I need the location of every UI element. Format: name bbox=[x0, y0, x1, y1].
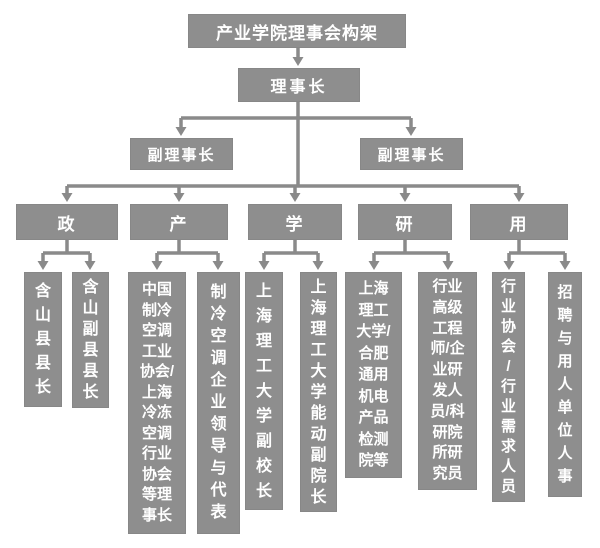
group-box-government: 政 bbox=[16, 204, 118, 240]
vice-chairman-box-left: 副理事长 bbox=[130, 138, 233, 170]
member-box-research-institutes: 上海 理工 大学/ 合肥 通用 机电 产品 检测 院等 bbox=[345, 272, 402, 478]
group-box-application: 用 bbox=[470, 204, 568, 240]
member-box-engineers-researchers: 行业 高级 工程 师/企 业研 发人 员/科 研院 所研 究员 bbox=[418, 272, 477, 490]
chairman-box: 理事长 bbox=[238, 68, 360, 102]
member-box-usst-vice-president: 上 海 理 工 大 学 副 校 长 bbox=[245, 272, 283, 510]
member-box-employer-hr: 招 聘 与 用 人 单 位 人 事 bbox=[548, 272, 582, 497]
member-box-industry-associations-chairman: 中国 制冷 空调 工业 协会/ 上海 冷冻 空调 行业 协会 等理 事长 bbox=[128, 272, 186, 534]
member-box-county-mayor: 含 山 县 县 长 bbox=[24, 272, 62, 407]
member-box-usst-energy-vice-dean: 上 海 理 工 大 学 能 动 副 院 长 bbox=[300, 272, 337, 512]
member-box-deputy-county-mayor: 含 山 副 县 县 长 bbox=[72, 272, 109, 408]
group-box-industry: 产 bbox=[130, 204, 228, 240]
member-box-enterprise-leaders: 制 冷 空 调 企 业 领 导 与 代 表 bbox=[197, 272, 240, 534]
group-box-research: 研 bbox=[358, 204, 452, 240]
member-box-industry-demand-personnel: 行 业 协 会 / 行 业 需 求 人 员 bbox=[492, 272, 525, 502]
group-box-academia: 学 bbox=[248, 204, 342, 240]
root-title-box: 产业学院理事会构架 bbox=[188, 14, 406, 48]
vice-chairman-box-right: 副理事长 bbox=[360, 138, 463, 170]
connector-stems bbox=[41, 48, 567, 262]
